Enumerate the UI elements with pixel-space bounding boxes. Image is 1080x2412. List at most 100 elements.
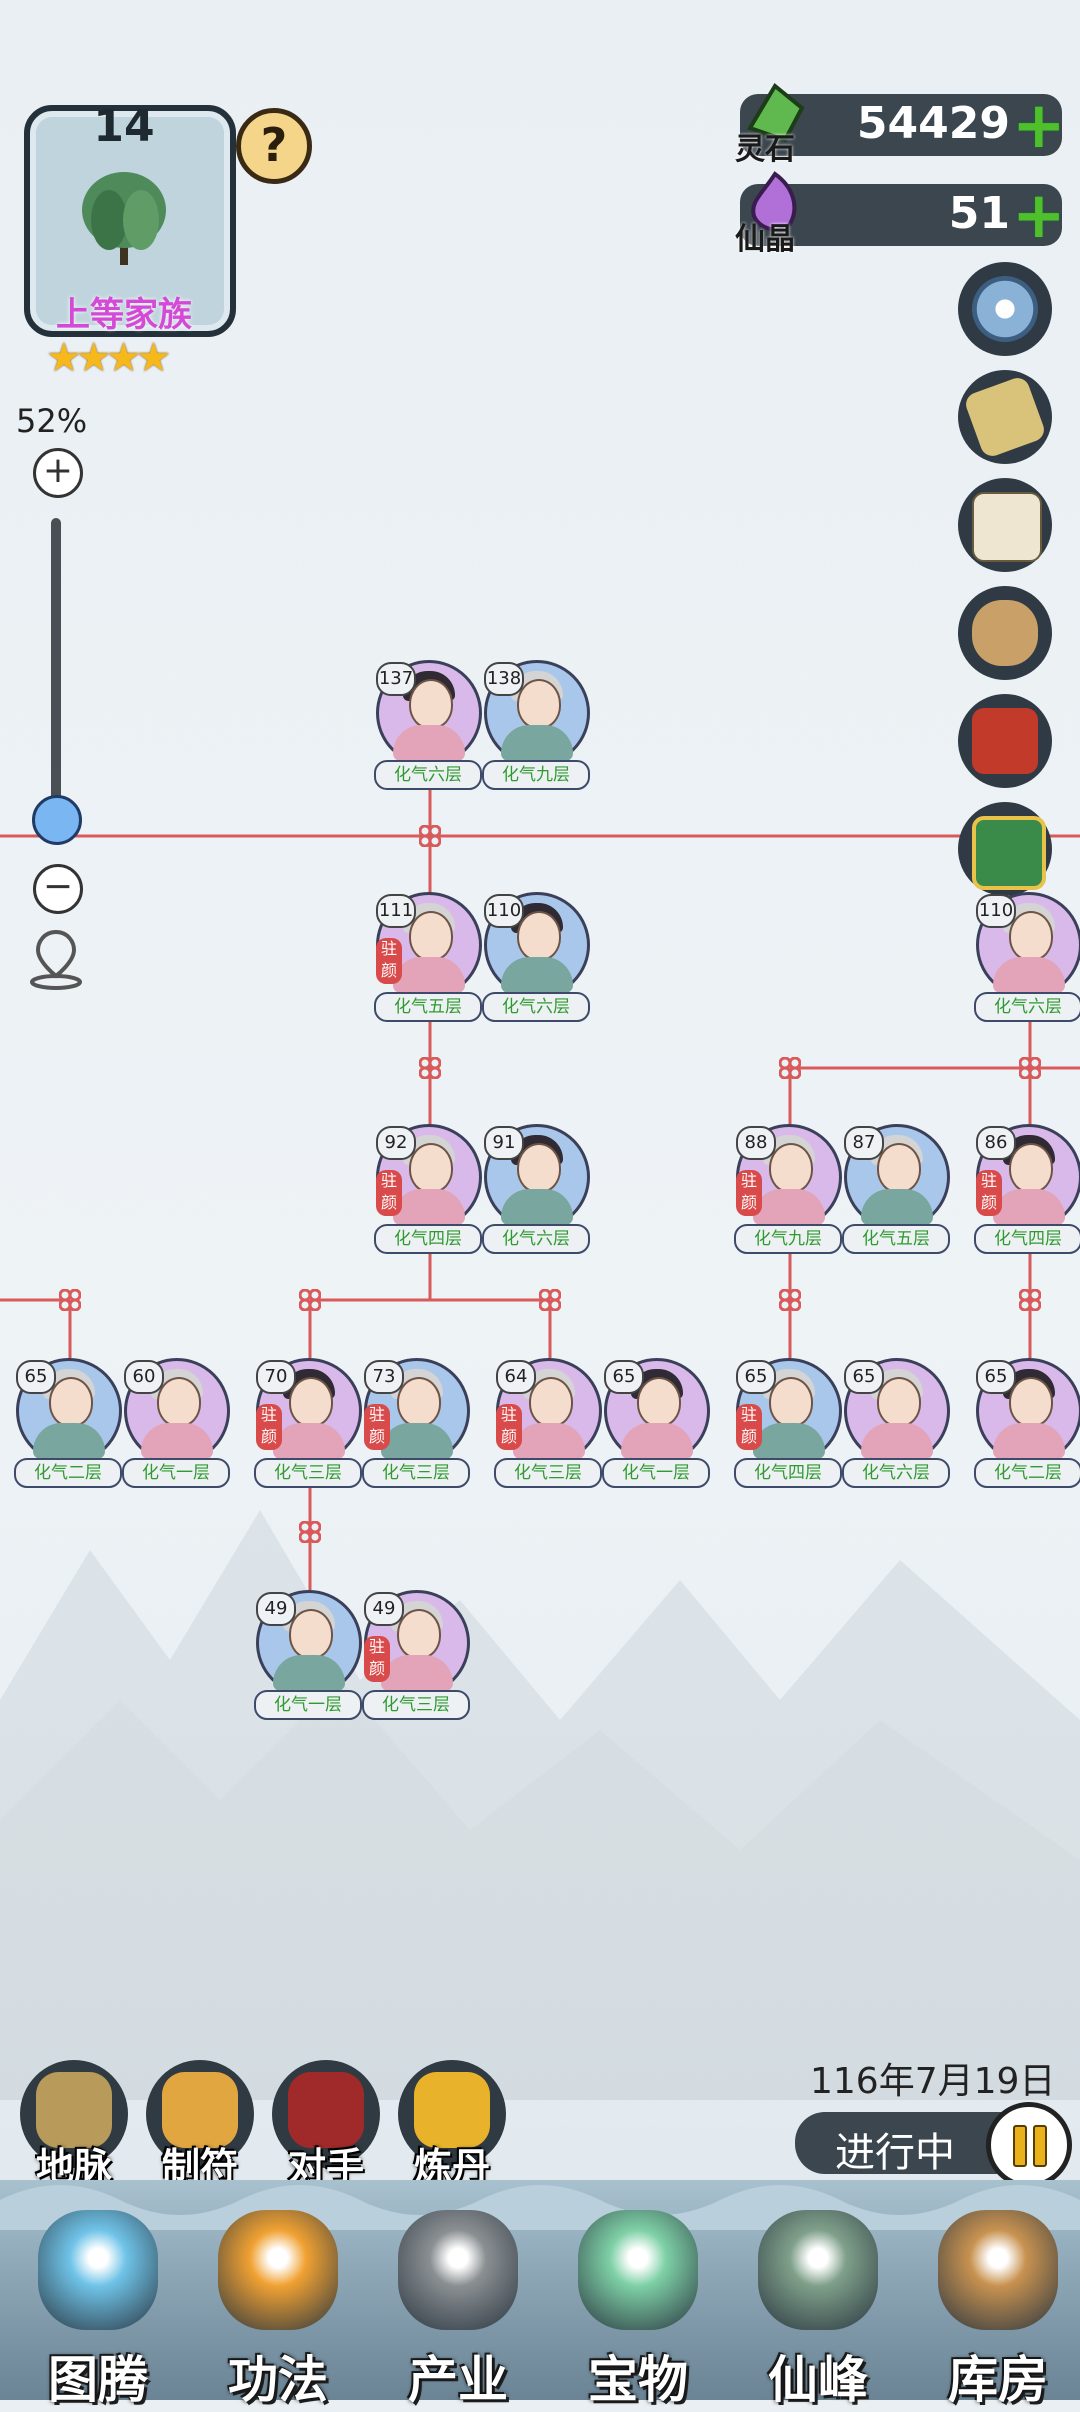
zoom-slider-track[interactable] — [51, 518, 61, 828]
member-robe — [141, 1423, 213, 1459]
marriage-knot-icon — [59, 1289, 81, 1311]
zoom-out-button[interactable]: − — [33, 864, 83, 914]
member-face — [409, 1143, 453, 1193]
pause-button[interactable] — [986, 2102, 1072, 2188]
member-badge: 驻颜 — [376, 1170, 402, 1216]
family-member[interactable]: 87 化气五层 — [842, 1124, 950, 1254]
green-banner-icon — [972, 816, 1046, 890]
member-age: 91 — [484, 1126, 524, 1160]
family-member[interactable]: 65 化气二层 — [974, 1358, 1080, 1488]
family-member[interactable]: 60 化气一层 — [122, 1358, 230, 1488]
family-member[interactable]: 49 驻颜 化气三层 — [362, 1590, 470, 1720]
tool-talisman[interactable]: 制符 — [146, 2060, 254, 2189]
spirit-stone-icon — [747, 82, 805, 143]
yinyang-gear-icon — [972, 276, 1038, 342]
help-button[interactable]: ? — [236, 108, 312, 184]
family-member[interactable]: 70 驻颜 化气三层 — [254, 1358, 362, 1488]
banner-button[interactable] — [958, 802, 1052, 896]
member-age: 65 — [604, 1360, 644, 1394]
member-realm: 化气二层 — [14, 1458, 122, 1488]
family-rank: 上等家族 — [56, 295, 192, 335]
zoom-slider-knob[interactable] — [32, 794, 82, 845]
member-robe — [393, 957, 465, 993]
nav-totem-orb[interactable]: 图腾 — [8, 2200, 188, 2409]
member-robe — [501, 1189, 573, 1225]
game-date: 116年7月19日 — [810, 2061, 1056, 2102]
nav-immortal-peak[interactable]: 仙峰 — [728, 2200, 908, 2409]
member-portrait — [256, 1590, 362, 1696]
treasure-jade-icon — [578, 2210, 698, 2330]
nav-label: 功法 — [228, 2351, 328, 2409]
family-member[interactable]: 91 化气六层 — [482, 1124, 590, 1254]
willow-tree-icon — [82, 172, 166, 265]
member-age: 86 — [976, 1126, 1016, 1160]
family-member[interactable]: 92 驻颜 化气四层 — [374, 1124, 482, 1254]
member-robe — [993, 1189, 1065, 1225]
member-robe — [393, 1189, 465, 1225]
zoom-in-button[interactable]: + — [33, 448, 83, 498]
red-book-icon — [972, 708, 1038, 774]
immortal-crystal-add-button[interactable]: + — [1012, 179, 1066, 253]
rival-gate-icon — [288, 2072, 364, 2148]
member-robe — [861, 1423, 933, 1459]
member-age: 92 — [376, 1126, 416, 1160]
member-face — [49, 1377, 93, 1427]
family-member[interactable]: 110 化气六层 — [482, 892, 590, 1022]
family-crest[interactable]: 14 上等家族 ★★★★ — [14, 95, 236, 381]
member-face — [517, 1143, 561, 1193]
family-member[interactable]: 65 化气六层 — [842, 1358, 950, 1488]
family-member[interactable]: 65 驻颜 化气四层 — [734, 1358, 842, 1488]
family-member[interactable]: 138 化气九层 — [482, 660, 590, 790]
family-member[interactable]: 110 化气六层 — [974, 892, 1080, 1022]
member-realm: 化气一层 — [122, 1458, 230, 1488]
nav-technique-flame[interactable]: 功法 — [188, 2200, 368, 2409]
member-badge: 驻颜 — [256, 1404, 282, 1450]
talisman-icon — [162, 2072, 238, 2148]
tool-alchemy-furnace[interactable]: 炼丹 — [398, 2060, 506, 2189]
family-member[interactable]: 111 驻颜 化气五层 — [374, 892, 482, 1022]
member-face — [409, 911, 453, 961]
settings-button[interactable] — [958, 262, 1052, 356]
member-age: 110 — [484, 894, 524, 928]
member-face — [637, 1377, 681, 1427]
spirit-stone-add-button[interactable]: + — [1012, 89, 1066, 163]
marriage-knot-icon — [779, 1289, 801, 1311]
pause-bar-right — [1033, 2125, 1047, 2167]
member-face — [397, 1377, 441, 1427]
member-robe — [273, 1655, 345, 1691]
member-robe — [381, 1655, 453, 1691]
member-face — [397, 1609, 441, 1659]
family-member[interactable]: 65 化气二层 — [14, 1358, 122, 1488]
member-face — [877, 1143, 921, 1193]
nav-treasure-jade[interactable]: 宝物 — [548, 2200, 728, 2409]
family-level: 14 — [93, 101, 155, 152]
nav-label: 仙峰 — [768, 2351, 868, 2409]
family-member[interactable]: 86 驻颜 化气四层 — [974, 1124, 1080, 1254]
member-age: 65 — [844, 1360, 884, 1394]
member-realm: 化气三层 — [362, 1458, 470, 1488]
family-member[interactable]: 73 驻颜 化气三层 — [362, 1358, 470, 1488]
member-face — [1009, 911, 1053, 961]
member-age: 70 — [256, 1360, 296, 1394]
family-member[interactable]: 65 化气一层 — [602, 1358, 710, 1488]
zoom-percent: 52% — [16, 402, 88, 440]
family-member[interactable]: 88 驻颜 化气九层 — [734, 1124, 842, 1254]
locate-icon[interactable] — [26, 926, 86, 990]
family-member[interactable]: 49 化气一层 — [254, 1590, 362, 1720]
scroll-button[interactable] — [958, 586, 1052, 680]
earth-vein-icon — [36, 2072, 112, 2148]
map-scroll-button[interactable] — [958, 370, 1052, 464]
family-member[interactable]: 64 驻颜 化气三层 — [494, 1358, 602, 1488]
marriage-knot-icon — [299, 1289, 321, 1311]
document-button[interactable] — [958, 478, 1052, 572]
member-face — [517, 679, 561, 729]
tool-rival-gate[interactable]: 对手 — [272, 2060, 380, 2189]
tool-earth-vein[interactable]: 地脉 — [20, 2060, 128, 2189]
immortal-crystal-label: 仙晶 — [735, 222, 795, 257]
nav-industry-mountain[interactable]: 产业 — [368, 2200, 548, 2409]
nav-storehouse-bag[interactable]: 库房 — [908, 2200, 1080, 2409]
family-member[interactable]: 137 化气六层 — [374, 660, 482, 790]
member-realm: 化气六层 — [842, 1458, 950, 1488]
member-realm: 化气四层 — [374, 1224, 482, 1254]
book-button[interactable] — [958, 694, 1052, 788]
